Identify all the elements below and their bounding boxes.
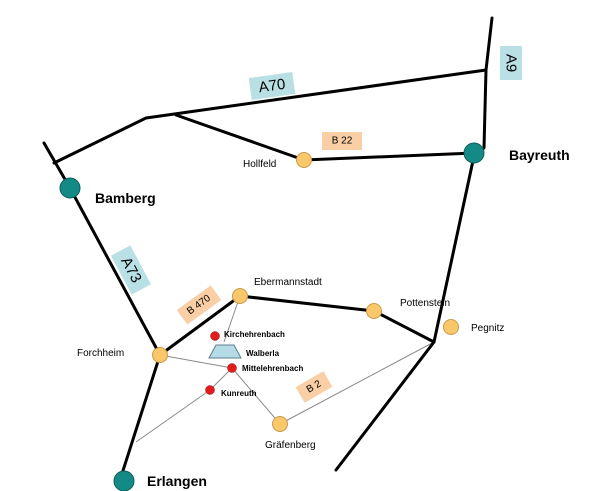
village-label-kirchehrenbach: Kirchehrenbach [224,330,285,339]
mountain-icon [208,344,242,359]
road-kunreuth-erlangen [135,389,211,443]
autobahn-label-a73: A73 [110,245,152,295]
town-marker-pottenstein [366,303,382,319]
autobahn-label-a70: A70 [248,72,296,100]
village-marker-mittelehrenbach [227,363,237,373]
town-marker-hollfeld [296,152,312,168]
road-a70 [52,68,488,165]
autobahn-label-a9: A9 [500,46,522,80]
city-label-erlangen: Erlangen [147,473,207,489]
b22-label-text: B 22 [332,136,353,147]
city-marker-bamberg [59,177,81,199]
village-marker-kirchehrenbach [210,331,220,341]
road-b470 [158,294,436,357]
town-label-ebermannstadt: Ebermannstadt [254,277,322,288]
village-markers [205,331,237,395]
a70-label-text: A70 [258,76,287,97]
road-ebermannstadt-walberla [223,295,241,343]
city-marker-erlangen [113,470,135,491]
village-label-mittelehrenbach: Mittelehrenbach [242,364,303,373]
road-a73 [42,141,162,482]
city-marker-bayreuth [463,142,485,164]
bundesstrasse-label-b2: B 2 [295,371,333,403]
bundesstrasse-label-b22: B 22 [322,132,362,150]
village-marker-kunreuth [205,385,215,395]
town-marker-forchheim [152,347,168,363]
village-label-kunreuth: Kunreuth [221,389,257,398]
road-a9 [334,16,494,472]
town-label-graefenberg: Gräfenberg [265,440,316,451]
road-mittelehrenbach-kunreuth [209,367,233,391]
a9-label-text: A9 [503,54,520,72]
mountain-label-walberla: Walberla [246,349,280,358]
town-label-pottenstein: Pottenstein [400,298,450,309]
town-label-pegnitz: Pegnitz [471,323,504,334]
road-b2 [279,341,435,425]
town-label-forchheim: Forchheim [77,348,124,359]
town-marker-graefenberg [272,416,288,432]
town-marker-pegnitz [443,319,459,335]
city-label-bayreuth: Bayreuth [509,147,570,163]
city-markers [59,142,485,491]
city-label-bamberg: Bamberg [95,190,156,206]
bundesstrasse-label-b470: B 470 [176,285,222,325]
town-marker-ebermannstadt [232,288,248,304]
road-forchheim-mittelehrenbach [159,354,233,369]
town-label-hollfeld: Hollfeld [243,159,276,170]
town-markers [152,152,459,432]
road-mittelehrenbach-graefenberg [231,367,281,425]
